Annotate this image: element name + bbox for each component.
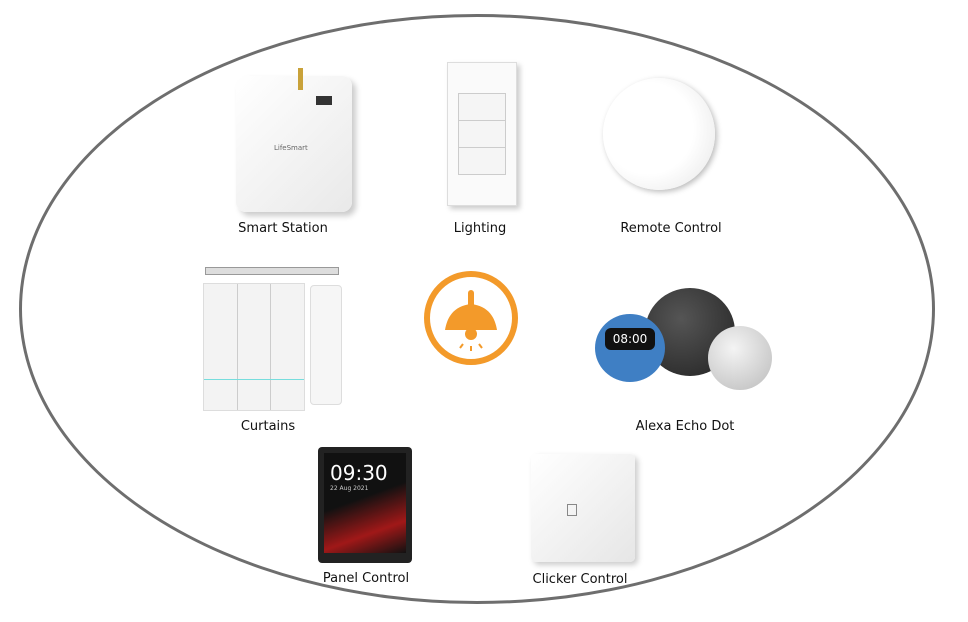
panel-date: 22 Aug 2021 (330, 485, 369, 492)
echo-dot-clock-image: 08:00 (595, 314, 665, 382)
hub-lamp-icon (423, 270, 519, 366)
label-panel-control: Panel Control (322, 571, 410, 586)
home-icon (567, 504, 577, 516)
light-switch-image (447, 62, 517, 206)
label-curtains: Curtains (240, 419, 296, 434)
diagram-boundary-ellipse (19, 14, 935, 604)
ethernet-port-icon (316, 96, 332, 105)
antenna-icon (298, 68, 303, 90)
curtain-remote-image (310, 285, 342, 405)
label-remote-control: Remote Control (620, 221, 722, 236)
label-clicker-control: Clicker Control (532, 572, 628, 587)
echo-dot-white-image (708, 326, 772, 390)
panel-clock: 09:30 (330, 461, 388, 485)
panel-control-image: 09:30 22 Aug 2021 (318, 447, 412, 563)
label-smart-station: Smart Station (238, 221, 328, 236)
remote-control-image (603, 78, 715, 190)
smart-station-image: LifeSmart (236, 68, 352, 212)
echo-clock-display: 08:00 (605, 328, 655, 350)
label-lighting: Lighting (453, 221, 507, 236)
clicker-control-image (531, 454, 635, 562)
brand-logo: LifeSmart (274, 144, 308, 152)
label-alexa-echo-dot: Alexa Echo Dot (635, 419, 735, 434)
curtain-rail-image (205, 267, 339, 275)
curtain-switch-image (203, 283, 305, 411)
